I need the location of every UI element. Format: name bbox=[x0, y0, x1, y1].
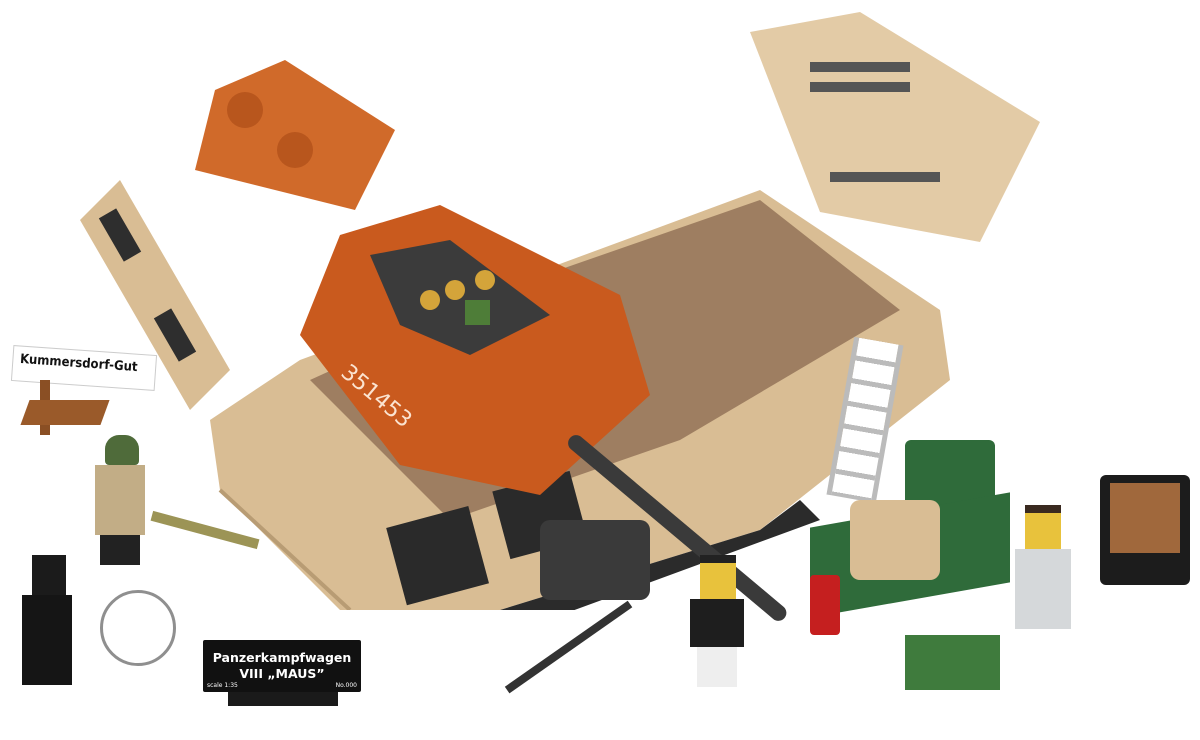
plaque-title-line2: VIII „MAUS” bbox=[239, 666, 325, 681]
tanker-figure bbox=[22, 555, 82, 695]
engine-part bbox=[850, 500, 940, 580]
display-plaque: Panzerkampfwagen VIII „MAUS” scale 1:35 … bbox=[203, 640, 361, 692]
plaque-title-line1: Panzerkampfwagen bbox=[212, 650, 352, 665]
engine-deck-plate bbox=[750, 12, 1040, 242]
blueprint-board bbox=[1100, 475, 1190, 585]
officer-figure bbox=[690, 555, 750, 695]
camera-tripod bbox=[504, 600, 633, 694]
ammo-crate bbox=[905, 635, 1000, 690]
engineer-figure bbox=[1015, 505, 1075, 630]
plaque-scale: scale 1:35 bbox=[207, 682, 238, 689]
side-plate-cross bbox=[80, 180, 230, 410]
film-camera bbox=[540, 520, 650, 600]
bicycle bbox=[100, 590, 176, 666]
plaque-stand bbox=[228, 692, 338, 706]
fire-extinguisher bbox=[810, 575, 840, 635]
turret-roof-plate bbox=[195, 60, 395, 210]
plaque-number: No.000 bbox=[335, 682, 357, 689]
sign-base bbox=[20, 400, 110, 425]
soldier-figure bbox=[95, 435, 165, 575]
turret bbox=[300, 205, 650, 495]
